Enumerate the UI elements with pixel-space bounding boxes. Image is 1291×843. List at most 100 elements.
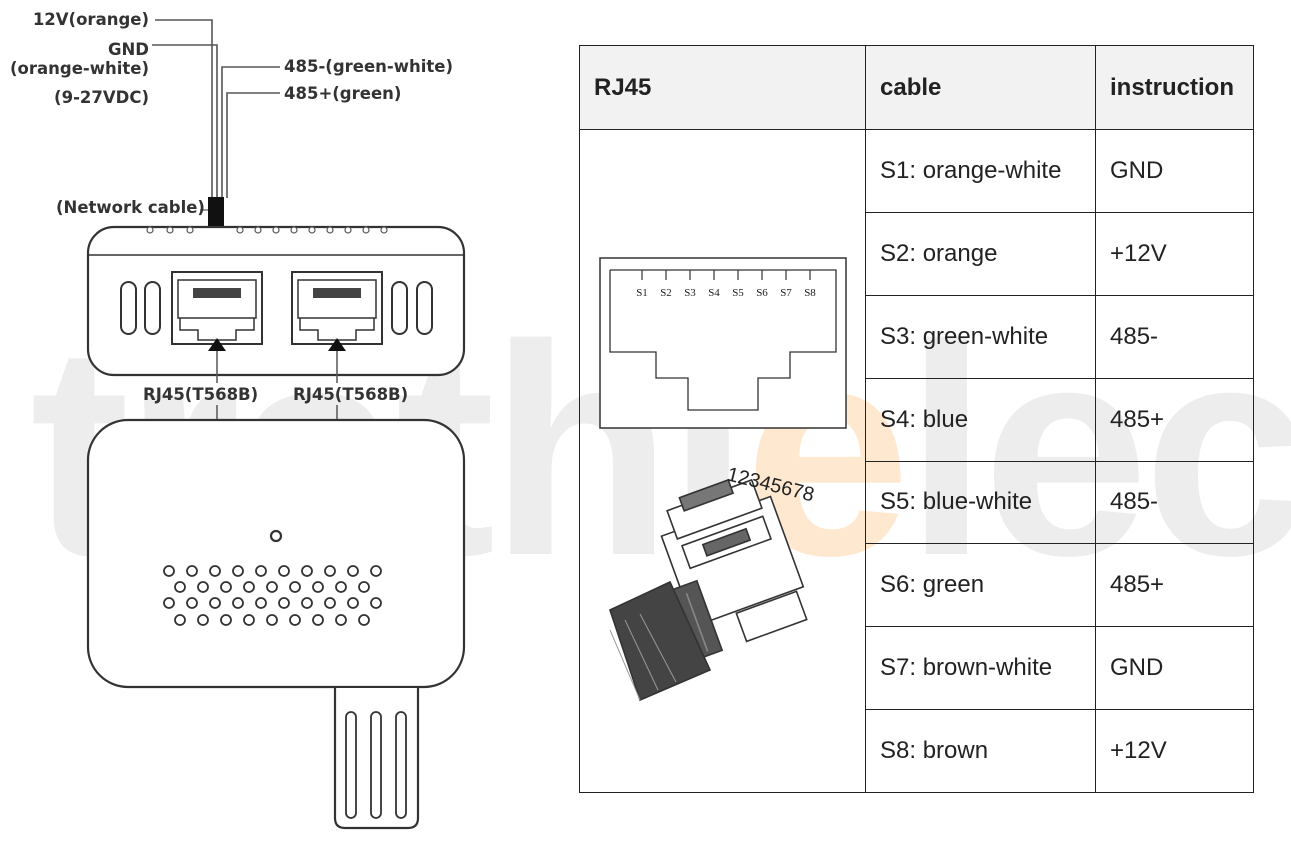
wire-12v — [155, 19, 213, 198]
vent-hole — [289, 614, 301, 626]
vent-hole — [197, 614, 209, 626]
wire-485-plus — [226, 92, 280, 198]
instruction-cell: 485+ — [1095, 377, 1254, 462]
vent-hole — [358, 581, 370, 593]
table-row: S4: blue 485+ — [580, 377, 1254, 462]
vent-hole — [324, 597, 336, 609]
pinout-table: RJ45 cable instruction S1 S2 S3 S4 S5 S6 S7 S8 — [579, 45, 1254, 793]
socket-pin-label: S6 — [756, 287, 768, 299]
vent-hole — [289, 581, 301, 593]
instruction-cell: 485+ — [1095, 543, 1254, 628]
socket-pin-label: S5 — [732, 287, 744, 299]
cable-cell: S5: blue-white — [865, 460, 1096, 545]
rj45-plug-drawing — [609, 478, 808, 702]
cable-cell: S7: brown-white — [865, 626, 1096, 711]
table-header-row: RJ45 cable instruction — [579, 45, 1254, 130]
vent-hole — [186, 565, 198, 577]
instruction-cell: 485- — [1095, 460, 1254, 545]
table-row: S3: green-white 485- — [580, 294, 1254, 379]
vent-hole — [370, 597, 382, 609]
rj45-illustration-cell: S1 S2 S3 S4 S5 S6 S7 S8 — [579, 129, 866, 793]
label-port-right: RJ45(T568B) — [293, 385, 409, 404]
header-instruction: instruction — [1095, 45, 1254, 130]
sensor-probe — [333, 688, 420, 830]
vent-hole — [358, 614, 370, 626]
sensor-body — [86, 418, 466, 689]
cable-cell: S8: brown — [865, 709, 1096, 793]
socket-pin-label: S4 — [708, 287, 720, 299]
socket-pin-label: S7 — [780, 287, 792, 299]
vent-hole — [312, 614, 324, 626]
rj45-socket-drawing: S1 S2 S3 S4 S5 S6 S7 S8 — [599, 257, 847, 429]
wire-485-minus — [221, 66, 280, 198]
rj45-port-right — [291, 271, 383, 351]
header-rj45: RJ45 — [579, 45, 866, 130]
socket-pin-label: S3 — [684, 287, 696, 299]
connector-module — [86, 225, 466, 377]
socket-pin-group: S1 S2 S3 S4 S5 S6 S7 S8 — [636, 270, 816, 299]
header-cable: cable — [865, 45, 1096, 130]
table-row: S1 S2 S3 S4 S5 S6 S7 S8 — [579, 129, 1254, 793]
table-row: S2: orange +12V — [580, 211, 1254, 296]
vent-hole — [347, 597, 359, 609]
label-network-cable: (Network cable) — [56, 198, 205, 217]
instruction-cell: +12V — [1095, 211, 1254, 296]
vent-hole — [186, 597, 198, 609]
instruction-cell: 485- — [1095, 294, 1254, 379]
table-row: S8: brown +12V — [580, 709, 1254, 793]
vent-hole — [197, 581, 209, 593]
label-12v-wire: 12V(orange) — [32, 10, 149, 29]
vent-hole — [312, 581, 324, 593]
socket-pin-label: S1 — [636, 287, 648, 299]
vent-hole — [220, 581, 232, 593]
vent-hole — [232, 597, 244, 609]
vent-hole — [220, 614, 232, 626]
vent-hole — [266, 614, 278, 626]
table-row: S6: green 485+ — [580, 543, 1254, 628]
vent-hole — [347, 565, 359, 577]
vent-grille — [163, 565, 382, 626]
device-diagram — [86, 19, 466, 830]
cable-cell: S2: orange — [865, 211, 1096, 296]
vent-hole — [209, 565, 221, 577]
label-voltage-range: (9-27VDC) — [54, 88, 149, 107]
vent-hole — [266, 581, 278, 593]
rj45-port-left — [171, 271, 263, 351]
vent-hole — [324, 565, 336, 577]
label-485-minus: 485-(green-white) — [284, 57, 454, 76]
instruction-cell: GND — [1095, 129, 1254, 213]
cable-cell: S3: green-white — [865, 294, 1096, 379]
vent-hole — [335, 581, 347, 593]
table-row: S5: blue-white 485- — [580, 460, 1254, 545]
instruction-cell: GND — [1095, 626, 1254, 711]
vent-hole — [370, 565, 382, 577]
vent-hole — [243, 614, 255, 626]
vent-hole — [163, 565, 175, 577]
label-485-plus: 485+(green) — [284, 84, 402, 103]
label-port-left: RJ45(T568B) — [143, 385, 259, 404]
vent-hole — [209, 597, 221, 609]
label-gnd-color: (orange-white) — [9, 59, 149, 78]
wire-leads — [152, 19, 280, 198]
vent-hole — [301, 597, 313, 609]
socket-pin-label: S2 — [660, 287, 672, 299]
vent-hole — [255, 565, 267, 577]
vent-hole — [278, 565, 290, 577]
rj45-illustration: S1 S2 S3 S4 S5 S6 S7 S8 — [599, 257, 847, 702]
vent-hole — [243, 581, 255, 593]
cable-cell: S1: orange-white — [865, 129, 1096, 213]
vent-hole — [174, 581, 186, 593]
label-gnd-wire: GND — [107, 40, 149, 59]
instruction-cell: +12V — [1095, 709, 1254, 793]
socket-pin-label: S8 — [804, 287, 816, 299]
vent-hole — [174, 614, 186, 626]
wire-gnd — [152, 44, 218, 198]
vent-hole — [301, 565, 313, 577]
cable-cell: S4: blue — [865, 377, 1096, 462]
vent-hole — [278, 597, 290, 609]
vent-hole — [335, 614, 347, 626]
vent-hole — [163, 597, 175, 609]
vent-hole — [255, 597, 267, 609]
table-row: S7: brown-white GND — [580, 626, 1254, 711]
vent-hole — [232, 565, 244, 577]
